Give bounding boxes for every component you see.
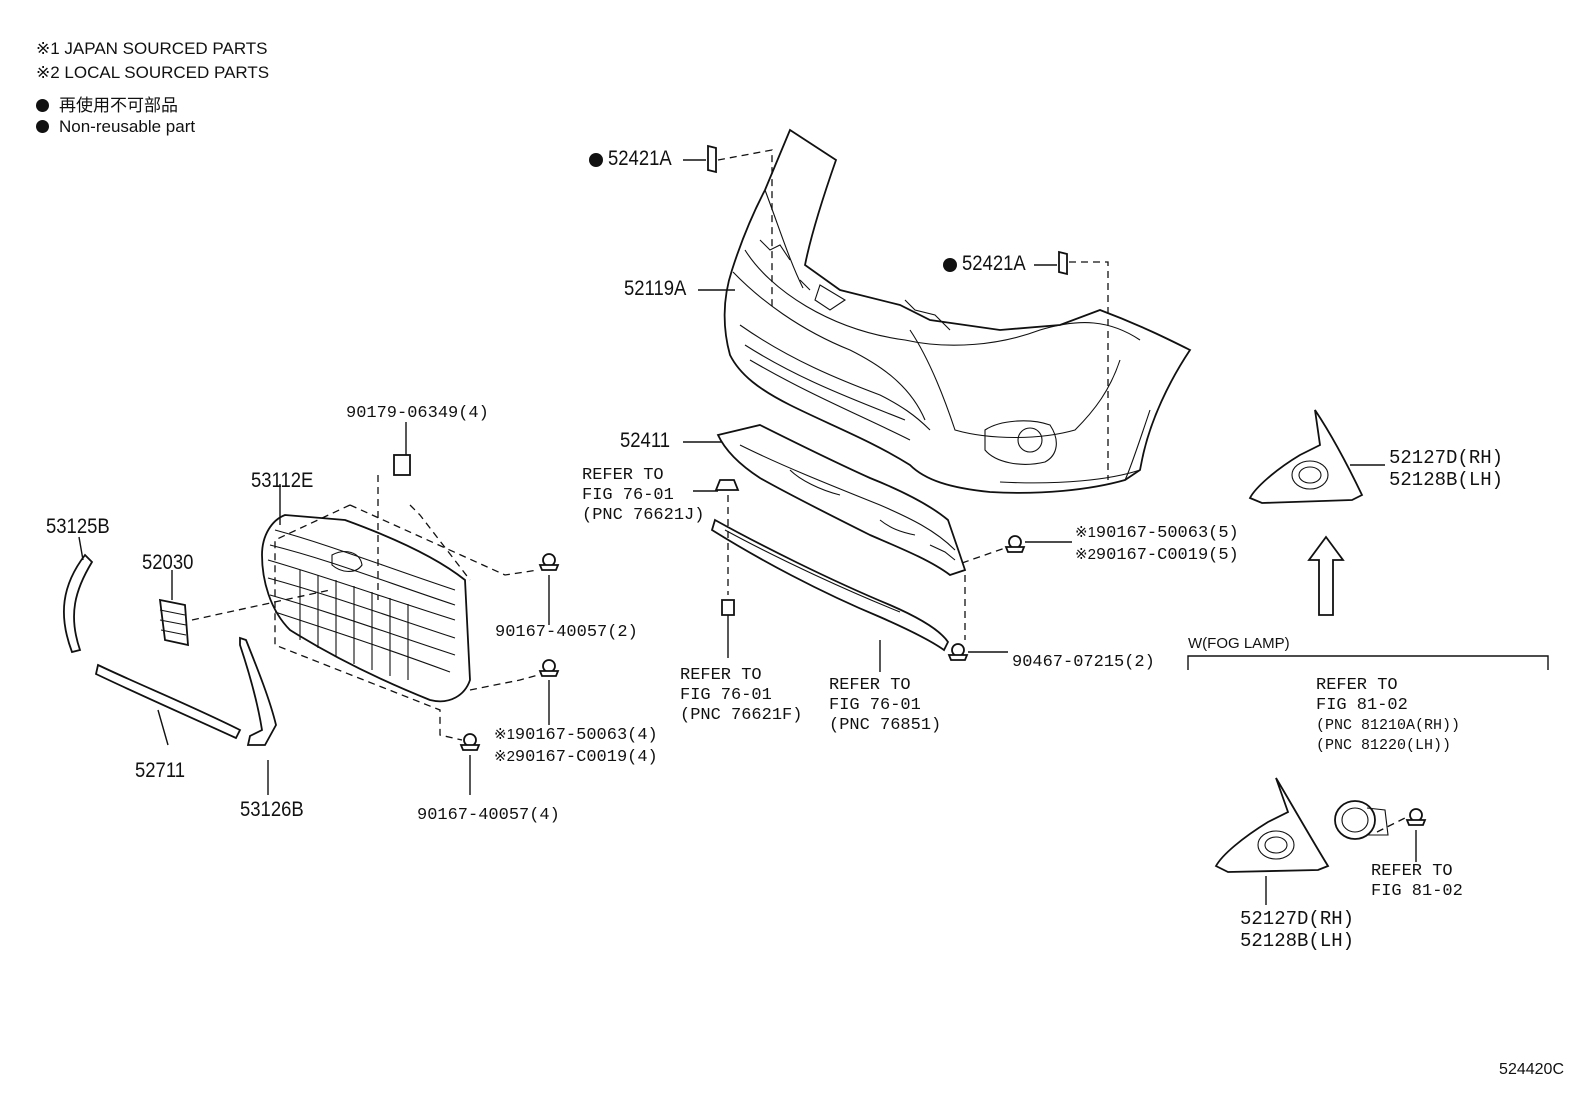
- ref-line: REFER TO: [582, 466, 664, 485]
- ref-line: FIG 81-02: [1316, 696, 1408, 715]
- part-number: 90167-50063(5): [1095, 524, 1239, 543]
- part-label-90167-50063[interactable]: ※190167-50063(5): [1075, 525, 1239, 542]
- legend-non-reusable-jp: 再使用不可部品: [36, 91, 178, 116]
- moulding-53126B-drawing: [239, 636, 277, 746]
- non-reusable-dot-icon: [36, 99, 49, 112]
- part-label-90179-06349[interactable]: 90179-06349(4): [346, 404, 489, 423]
- ref-line: (PNC 76621F): [680, 706, 803, 725]
- part-label-52127D[interactable]: 52127D(RH): [1389, 447, 1504, 469]
- part-label-52030[interactable]: 52030: [142, 551, 194, 574]
- reference-81210A-81220[interactable]: REFER TO FIG 81-02 (PNC 81210A(RH)) (PNC…: [1316, 676, 1460, 756]
- grille-drawing: [261, 514, 471, 703]
- bumper-cover-drawing: [723, 128, 1192, 494]
- part-number: 90167-C0019(4): [514, 748, 658, 767]
- part-label-52411[interactable]: 52411: [620, 429, 671, 452]
- part-label-52421A[interactable]: 52421A: [962, 252, 1026, 275]
- legend-local-sourced: ※2 LOCAL SOURCED PARTS: [36, 63, 270, 82]
- ref-line: FIG 81-02: [1371, 882, 1463, 901]
- part-label-90167-40057[interactable]: 90167-40057(2): [495, 623, 638, 642]
- reference-76621F[interactable]: REFER TO FIG 76-01 (PNC 76621F): [680, 666, 802, 726]
- seal-52421A-right-drawing: [1058, 250, 1068, 276]
- japan-mark: ※1: [1075, 524, 1096, 541]
- ref-line: (PNC 81220(LH)): [1316, 737, 1452, 754]
- reference-fig-81-02[interactable]: REFER TO FIG 81-02: [1371, 862, 1463, 902]
- ref-line: FIG 76-01: [680, 686, 772, 705]
- ref-line: REFER TO: [829, 676, 911, 695]
- figure-id: 524420C: [1499, 1061, 1564, 1078]
- non-reusable-dot-icon: [589, 153, 603, 167]
- ref-line: (PNC 81210A(RH)): [1316, 717, 1461, 734]
- moulding-52711-drawing: [94, 663, 242, 740]
- part-label-90167-C0019[interactable]: ※290167-C0019(5): [1075, 547, 1239, 564]
- lower-spoiler-drawing: [716, 424, 967, 577]
- local-mark: ※2: [1075, 546, 1096, 563]
- part-label-52421A[interactable]: 52421A: [608, 147, 672, 170]
- ref-line: (PNC 76851): [829, 716, 942, 735]
- part-label-52127D[interactable]: 52127D(RH): [1240, 908, 1355, 930]
- local-mark: ※2: [494, 748, 515, 765]
- part-label-52711[interactable]: 52711: [135, 759, 186, 782]
- assembly-lines: [191, 149, 1406, 833]
- lower-molding-drawing: [710, 518, 950, 652]
- bezel-top-drawing: [1248, 409, 1364, 504]
- seal-52421A-top-drawing: [707, 144, 717, 174]
- legend-non-reusable-en: Non-reusable part: [36, 117, 195, 137]
- part-label-53125B[interactable]: 53125B: [46, 515, 110, 538]
- ref-line: REFER TO: [1371, 862, 1453, 881]
- legend-text: 再使用不可部品: [59, 96, 178, 115]
- reference-76621J[interactable]: REFER TO FIG 76-01 (PNC 76621J): [582, 466, 704, 526]
- ref-line: FIG 76-01: [582, 486, 674, 505]
- ref-line: REFER TO: [1316, 676, 1398, 695]
- part-label-52128B[interactable]: 52128B(LH): [1240, 930, 1355, 952]
- non-reusable-dot-icon: [943, 258, 957, 272]
- moulding-53125B-drawing: [63, 553, 94, 654]
- non-reusable-dot-icon: [36, 120, 49, 133]
- ref-line: (PNC 76621J): [582, 506, 705, 525]
- part-label-52128B[interactable]: 52128B(LH): [1389, 469, 1504, 491]
- part-label-90167-C0019[interactable]: ※290167-C0019(4): [494, 749, 658, 766]
- fog-lamp-drawing: [1334, 800, 1389, 840]
- legend-japan-sourced: ※1 JAPAN SOURCED PARTS: [36, 39, 268, 58]
- part-label-53126B[interactable]: 53126B: [240, 798, 304, 821]
- legend-text: Non-reusable part: [59, 117, 196, 136]
- part-label-53112E[interactable]: 53112E: [251, 469, 314, 492]
- bracket-52030-drawing: [158, 598, 189, 647]
- part-label-90167-50063[interactable]: ※190167-50063(4): [494, 727, 658, 744]
- ref-line: FIG 76-01: [829, 696, 921, 715]
- part-number: 90167-C0019(5): [1095, 546, 1239, 565]
- part-label-52119A[interactable]: 52119A: [624, 277, 687, 300]
- part-label-90467-07215[interactable]: 90467-07215(2): [1012, 653, 1155, 672]
- part-number: 90167-50063(4): [514, 726, 658, 745]
- fog-lamp-group-label: W(FOG LAMP): [1188, 635, 1290, 652]
- reference-76851[interactable]: REFER TO FIG 76-01 (PNC 76851): [829, 676, 941, 736]
- clip-90179-drawing: [393, 454, 411, 476]
- bezel-bottom-drawing: [1214, 777, 1330, 873]
- ref-line: REFER TO: [680, 666, 762, 685]
- leader-lines: [78, 159, 1549, 905]
- part-label-90167-40057[interactable]: 90167-40057(4): [417, 806, 560, 825]
- fasteners-drawing: [393, 144, 1427, 826]
- japan-mark: ※1: [494, 726, 515, 743]
- arrow-up-icon: [1307, 535, 1345, 616]
